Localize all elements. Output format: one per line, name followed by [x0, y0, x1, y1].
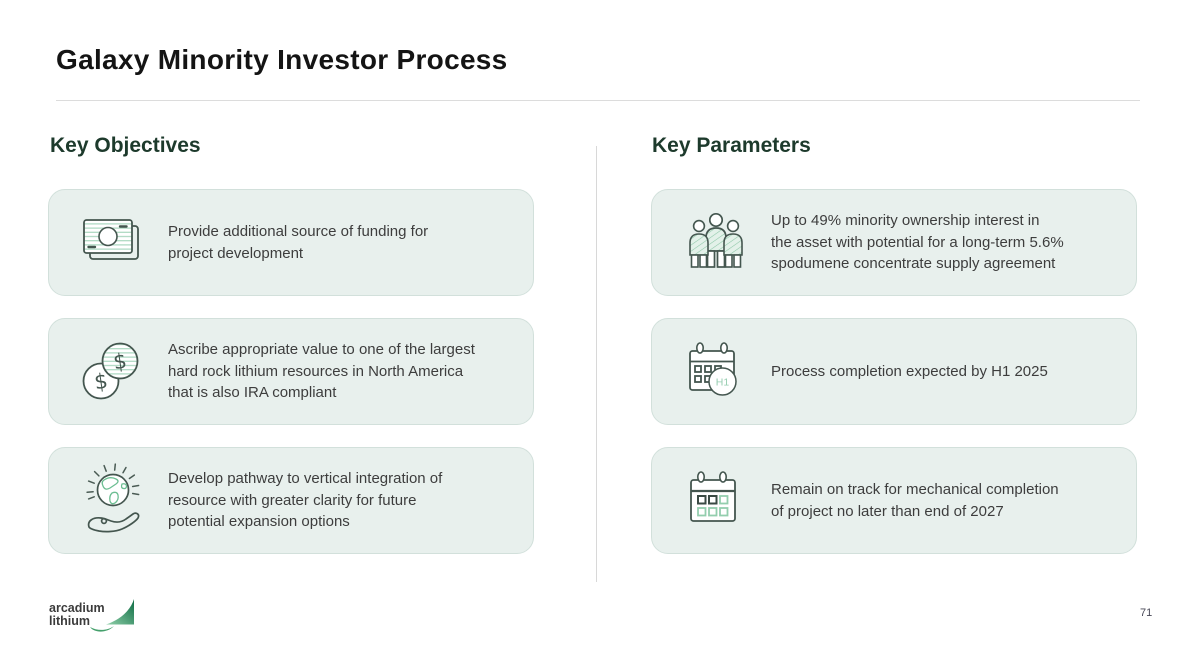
logo-mountain-shape — [106, 599, 134, 625]
card-text: Remain on track for mechanical completio… — [771, 481, 1059, 520]
logo-swoosh-shape — [90, 626, 114, 632]
banknote-icon — [74, 203, 152, 283]
objective-card-funding: Provide additional source of funding for… — [48, 189, 534, 296]
calendar-grid-icon — [677, 461, 755, 541]
card-text: Process completion expected by H1 2025 — [771, 362, 1048, 380]
svg-text:$: $ — [93, 368, 110, 394]
objective-card-integration: Develop pathway to vertical integration … — [48, 447, 534, 554]
section-heading-key-objectives: Key Objectives — [50, 134, 201, 157]
card-text: Provide additional source of funding for… — [168, 223, 429, 262]
card-text: Up to 49% minority ownership interest in… — [771, 212, 1064, 273]
title-divider — [56, 100, 1140, 101]
globe-in-hand-icon — [74, 461, 152, 541]
parameter-card-ownership: Up to 49% minority ownership interest in… — [651, 189, 1137, 296]
card-text: Ascribe appropriate value to one of the … — [168, 341, 475, 402]
logo-text-line1: arcadium — [49, 601, 105, 615]
card-text: Develop pathway to vertical integration … — [168, 470, 443, 531]
svg-text:$: $ — [112, 348, 129, 374]
arcadium-lithium-logo: arcadium lithium — [46, 596, 186, 645]
column-divider — [596, 146, 597, 582]
objective-card-value: $ $ Ascribe appropriate value to one of … — [48, 318, 534, 425]
logo-text-line2: lithium — [49, 614, 90, 628]
dollar-coins-icon: $ $ — [74, 332, 152, 412]
parameter-card-completion-h1: H1 Process completion expected by H1 202… — [651, 318, 1137, 425]
page-number: 71 — [1140, 607, 1153, 619]
parameter-card-mechanical-completion: Remain on track for mechanical completio… — [651, 447, 1137, 554]
people-group-icon — [677, 203, 755, 283]
calendar-h1-icon: H1 — [677, 332, 755, 412]
page-title: Galaxy Minority Investor Process — [56, 44, 508, 75]
h1-badge-label: H1 — [716, 376, 730, 388]
section-heading-key-parameters: Key Parameters — [652, 134, 811, 157]
